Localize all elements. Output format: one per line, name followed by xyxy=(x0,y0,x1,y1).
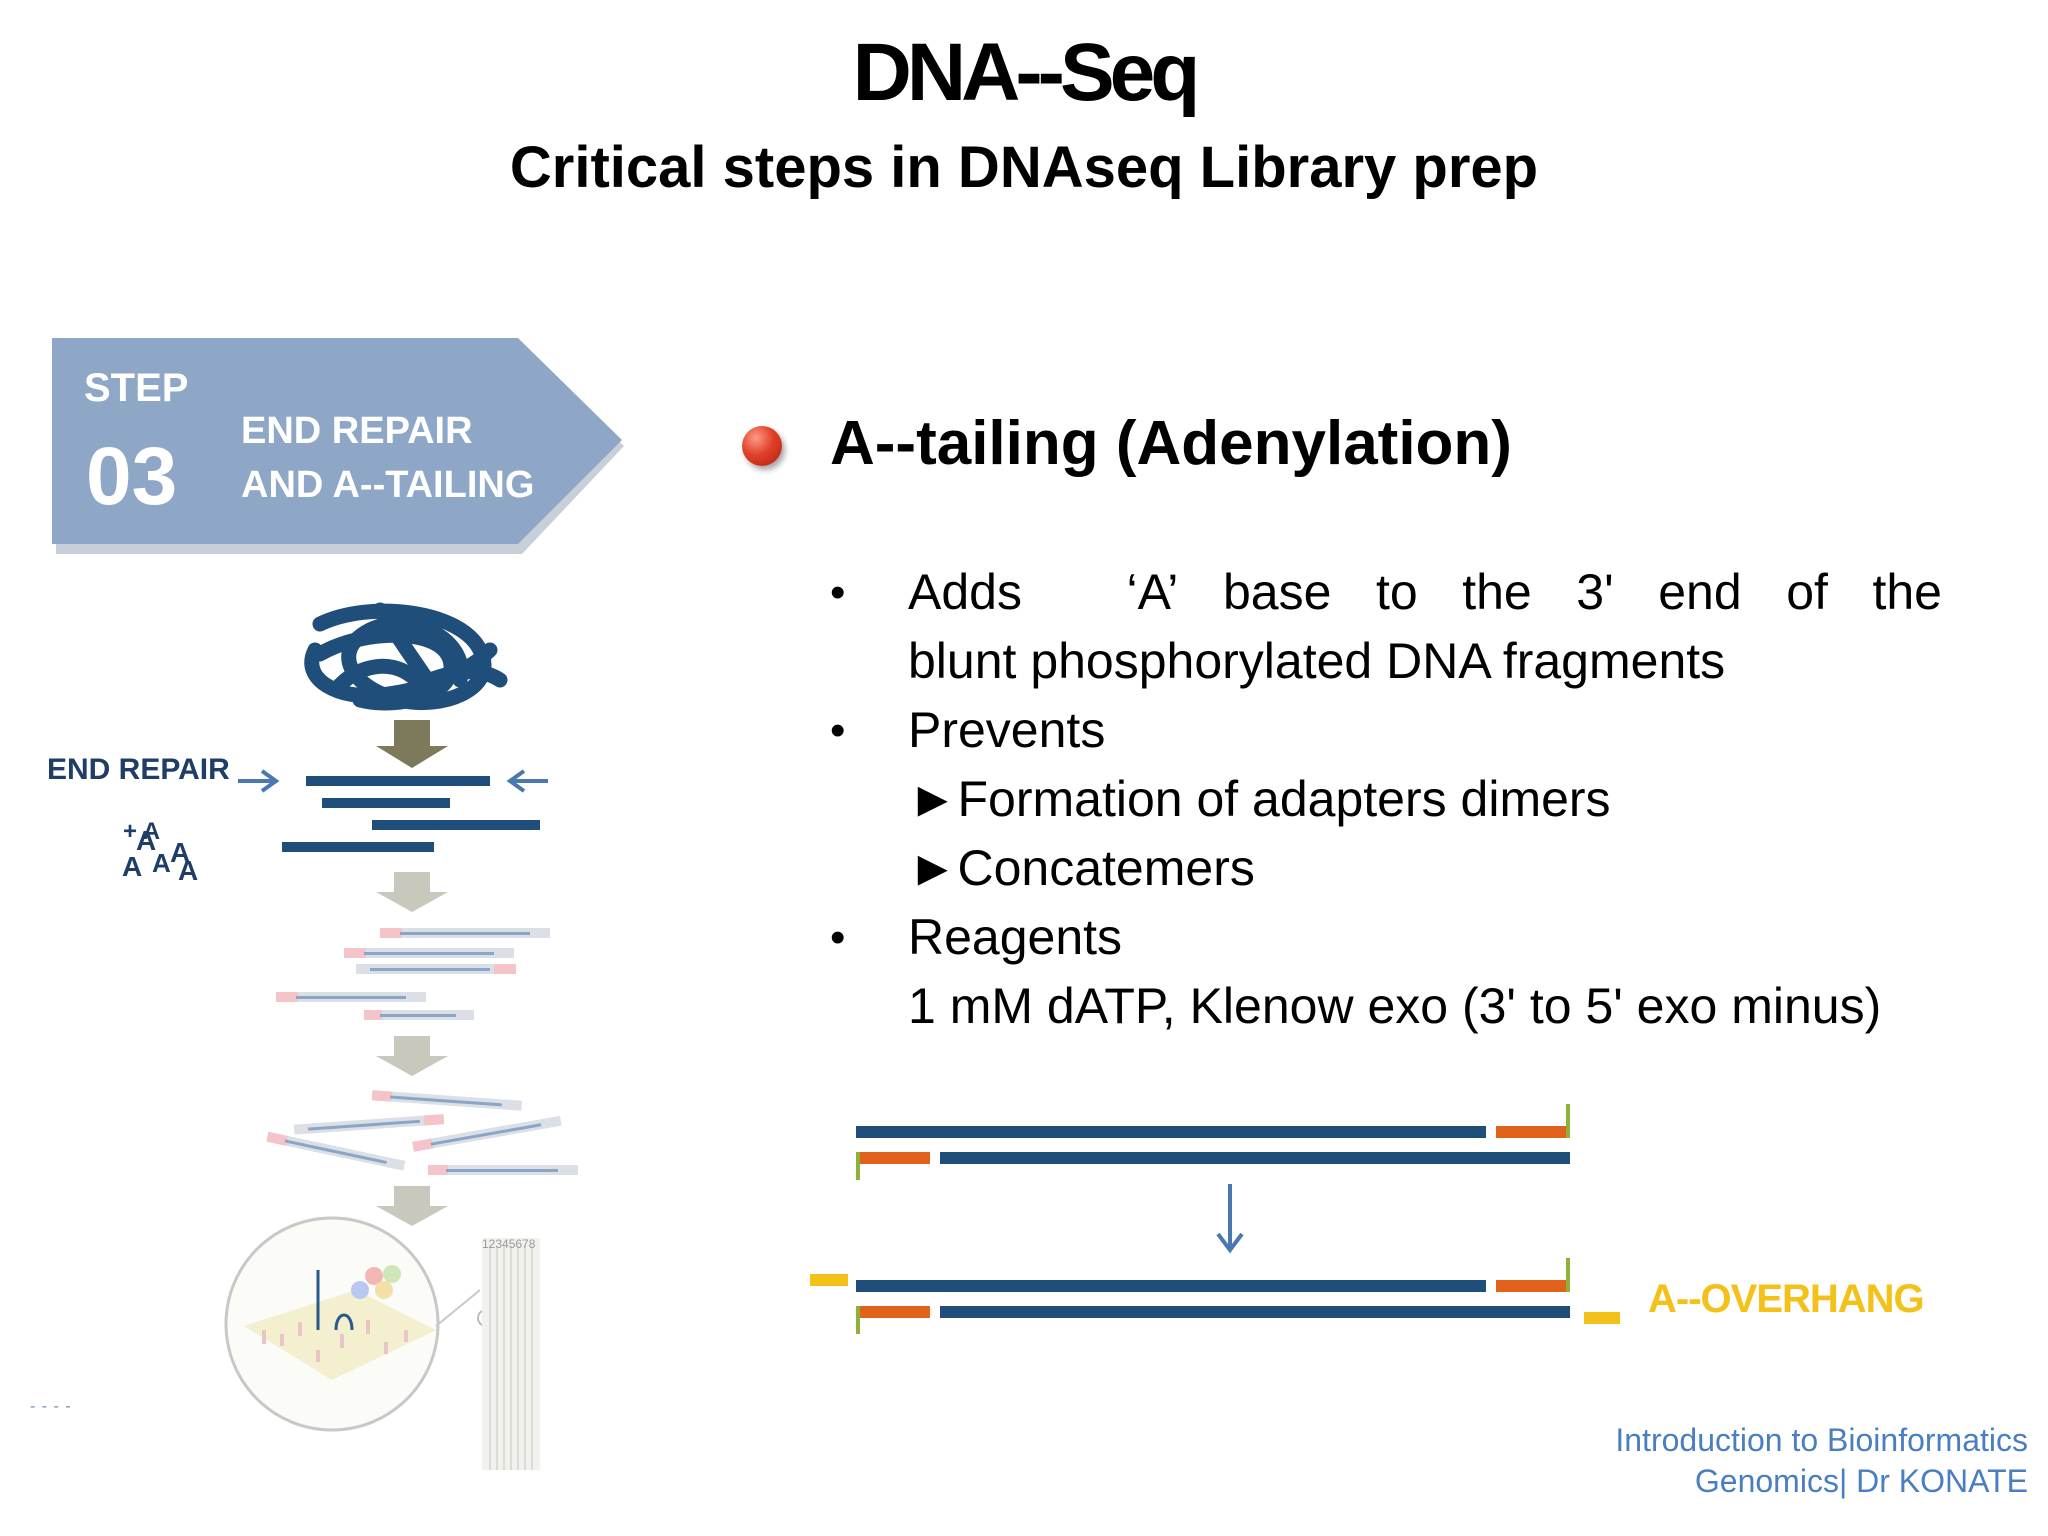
bullet-reagents: Reagents xyxy=(830,903,1942,972)
workflow-illustration: 12345678 xyxy=(224,602,578,1470)
bullet-list: Adds ‘A’ base to the 3' end of the blunt… xyxy=(830,558,1942,1041)
end-repair-arrow-right xyxy=(506,769,548,793)
section-heading: A--tailing (Adenylation) xyxy=(830,409,1512,478)
step-label: STEP xyxy=(84,366,189,410)
end-repair-arrow-left xyxy=(238,769,280,793)
a-letter: A xyxy=(136,830,156,856)
a-letter: A xyxy=(152,848,171,878)
step-number: 03 xyxy=(86,431,178,522)
slide-subtitle: Critical steps in DNAseq Library prep xyxy=(509,135,1539,200)
tangled-dna-icon xyxy=(304,602,508,711)
sub-item-label: Formation of adapters dimers xyxy=(957,771,1611,827)
a-tailed-duplex xyxy=(810,1258,1620,1334)
bullet-adds-line2: blunt phosphorylated DNA fragments xyxy=(908,633,1726,689)
step-title-line2: AND A--TAILING xyxy=(241,464,535,506)
footer: Introduction to Bioinformatics Genomics|… xyxy=(1615,1420,2028,1502)
flow-arrow-2 xyxy=(376,872,448,912)
a-letters-cluster: A A A A A xyxy=(122,830,198,886)
footer-course: Introduction to Bioinformatics xyxy=(1615,1422,2028,1458)
a-letter: A xyxy=(170,837,190,868)
a-letter: A xyxy=(122,851,142,882)
flowcell-magnifier xyxy=(224,1216,495,1432)
step-banner xyxy=(52,338,624,554)
lane-index-label: 12345678 xyxy=(482,1237,536,1251)
sub-item-adapter-dimers: ►Formation of adapters dimers xyxy=(830,765,1942,834)
plus-a-label: + A xyxy=(123,818,161,845)
bullet-adds: Adds ‘A’ base to the 3' end of the blunt… xyxy=(830,558,1942,696)
step-title-line1: END REPAIR xyxy=(241,410,473,452)
red-bullet-icon xyxy=(742,426,782,466)
triangle-bullet-icon: ► xyxy=(908,840,958,896)
step-title: END REPAIR AND A--TAILING xyxy=(241,404,534,512)
end-repair-label: END REPAIR xyxy=(47,753,230,786)
flow-arrow-3 xyxy=(376,1036,448,1076)
footer-author: Genomics| Dr KONATE xyxy=(1694,1463,2028,1499)
a-overhang-label: A--OVERHANG xyxy=(1648,1277,1925,1321)
reagents-detail: 1 mM dATP, Klenow exo (3' to 5' exo minu… xyxy=(908,978,1882,1034)
flow-arrow-1 xyxy=(376,720,448,768)
a-letter: A xyxy=(178,855,198,886)
flowcell-lanes: 12345678 xyxy=(482,1237,540,1470)
scattered-fragments xyxy=(266,1090,578,1175)
sub-item-label: Concatemers xyxy=(957,840,1255,896)
flow-arrow-4 xyxy=(376,1186,448,1226)
slide-title: DNA--Seq xyxy=(852,27,1201,118)
a-tailing-diagram xyxy=(810,1104,1620,1334)
bullet-adds-line1: Adds ‘A’ base to the 3' end of the xyxy=(908,564,1942,620)
bullet-prevents: Prevents xyxy=(830,696,1942,765)
dna-fragments xyxy=(282,776,540,852)
triangle-bullet-icon: ► xyxy=(908,771,958,827)
blunt-duplex xyxy=(856,1104,1570,1180)
placeholder-dots: - - - - xyxy=(30,1398,72,1415)
sub-item-concatemers: ►Concatemers xyxy=(830,834,1942,903)
adapter-ligated-fragments xyxy=(276,928,550,1020)
down-arrow-icon xyxy=(1216,1184,1244,1254)
